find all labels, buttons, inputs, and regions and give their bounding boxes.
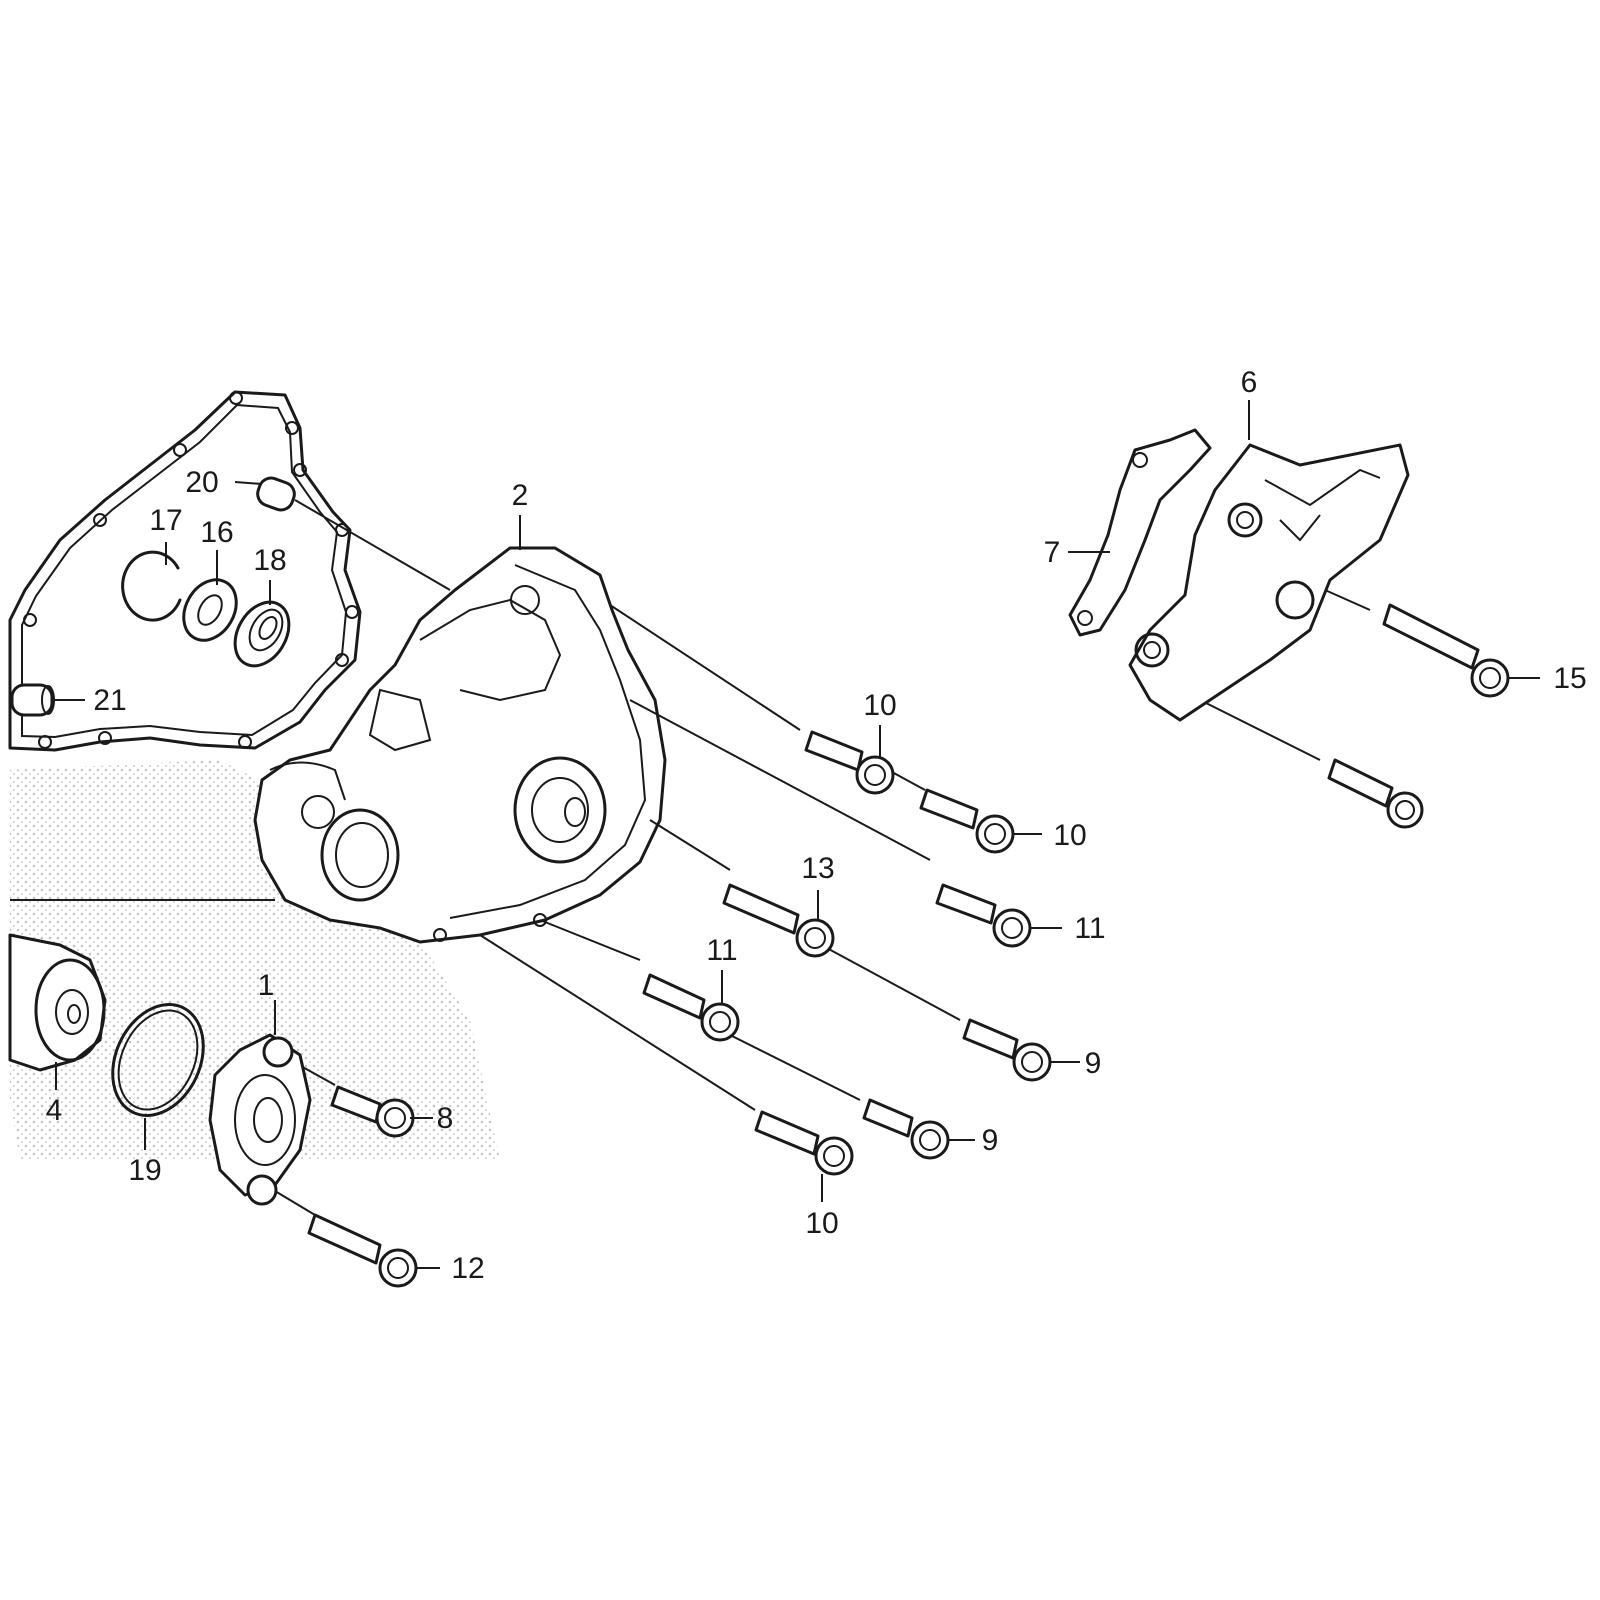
bolt-10-right: [919, 788, 1015, 854]
callout-9a: 9: [1085, 1047, 1102, 1080]
callout-20: 20: [185, 466, 218, 499]
oil-filter-4: [8, 933, 107, 1072]
callout-12: 12: [451, 1252, 484, 1285]
bolt-9-right: [962, 1018, 1052, 1082]
dowel-pin-20: [256, 476, 296, 512]
snap-ring-17: [121, 550, 182, 622]
filter-cover-1: [208, 1033, 312, 1206]
oil-seal-18: [233, 600, 291, 668]
callout-13: 13: [801, 852, 834, 885]
cover-gasket: [8, 390, 362, 752]
bolt-bracket-lower: [1327, 758, 1424, 829]
callout-1: 1: [258, 969, 275, 1002]
callout-10a: 10: [863, 689, 896, 722]
callout-leaders: [55, 400, 1540, 1269]
callout-8: 8: [437, 1102, 454, 1135]
callout-17: 17: [149, 504, 182, 537]
o-ring-19: [111, 1003, 205, 1117]
left-crankcase-cover: [253, 546, 667, 944]
bolt-8: [330, 1085, 415, 1138]
bolt-11-right: [935, 883, 1032, 948]
callout-16: 16: [200, 516, 233, 549]
washer-16: [182, 578, 238, 642]
bolt-11-center: [642, 973, 740, 1042]
callout-6: 6: [1241, 366, 1258, 399]
callout-labels: 1 2 4 6 7 8 9 9 10 10 10 11 11 12 13 15 …: [46, 366, 1587, 1285]
callout-10b: 10: [1053, 819, 1086, 852]
dowel-pin-21: [10, 683, 55, 717]
callout-21: 21: [93, 684, 126, 717]
bolt-9-lower: [862, 1098, 950, 1160]
callout-7: 7: [1044, 536, 1061, 569]
callout-10c: 10: [805, 1207, 838, 1240]
callout-11b: 11: [706, 934, 737, 967]
callout-2: 2: [512, 479, 529, 512]
callout-15: 15: [1553, 662, 1586, 695]
callout-9b: 9: [982, 1124, 999, 1157]
bolt-13: [722, 883, 835, 958]
bolt-12: [307, 1213, 418, 1288]
callout-11a: 11: [1074, 912, 1105, 945]
engine-bracket-6: [1128, 443, 1410, 722]
bolt-15: [1382, 603, 1510, 698]
bolt-10-upper: [804, 730, 895, 795]
stipple-area: [10, 760, 500, 1160]
callout-19: 19: [128, 1154, 161, 1187]
bolt-10-lower: [754, 1110, 854, 1176]
callout-4: 4: [46, 1094, 63, 1127]
callout-18: 18: [253, 544, 286, 577]
bracket-plate-7: [1068, 428, 1212, 637]
